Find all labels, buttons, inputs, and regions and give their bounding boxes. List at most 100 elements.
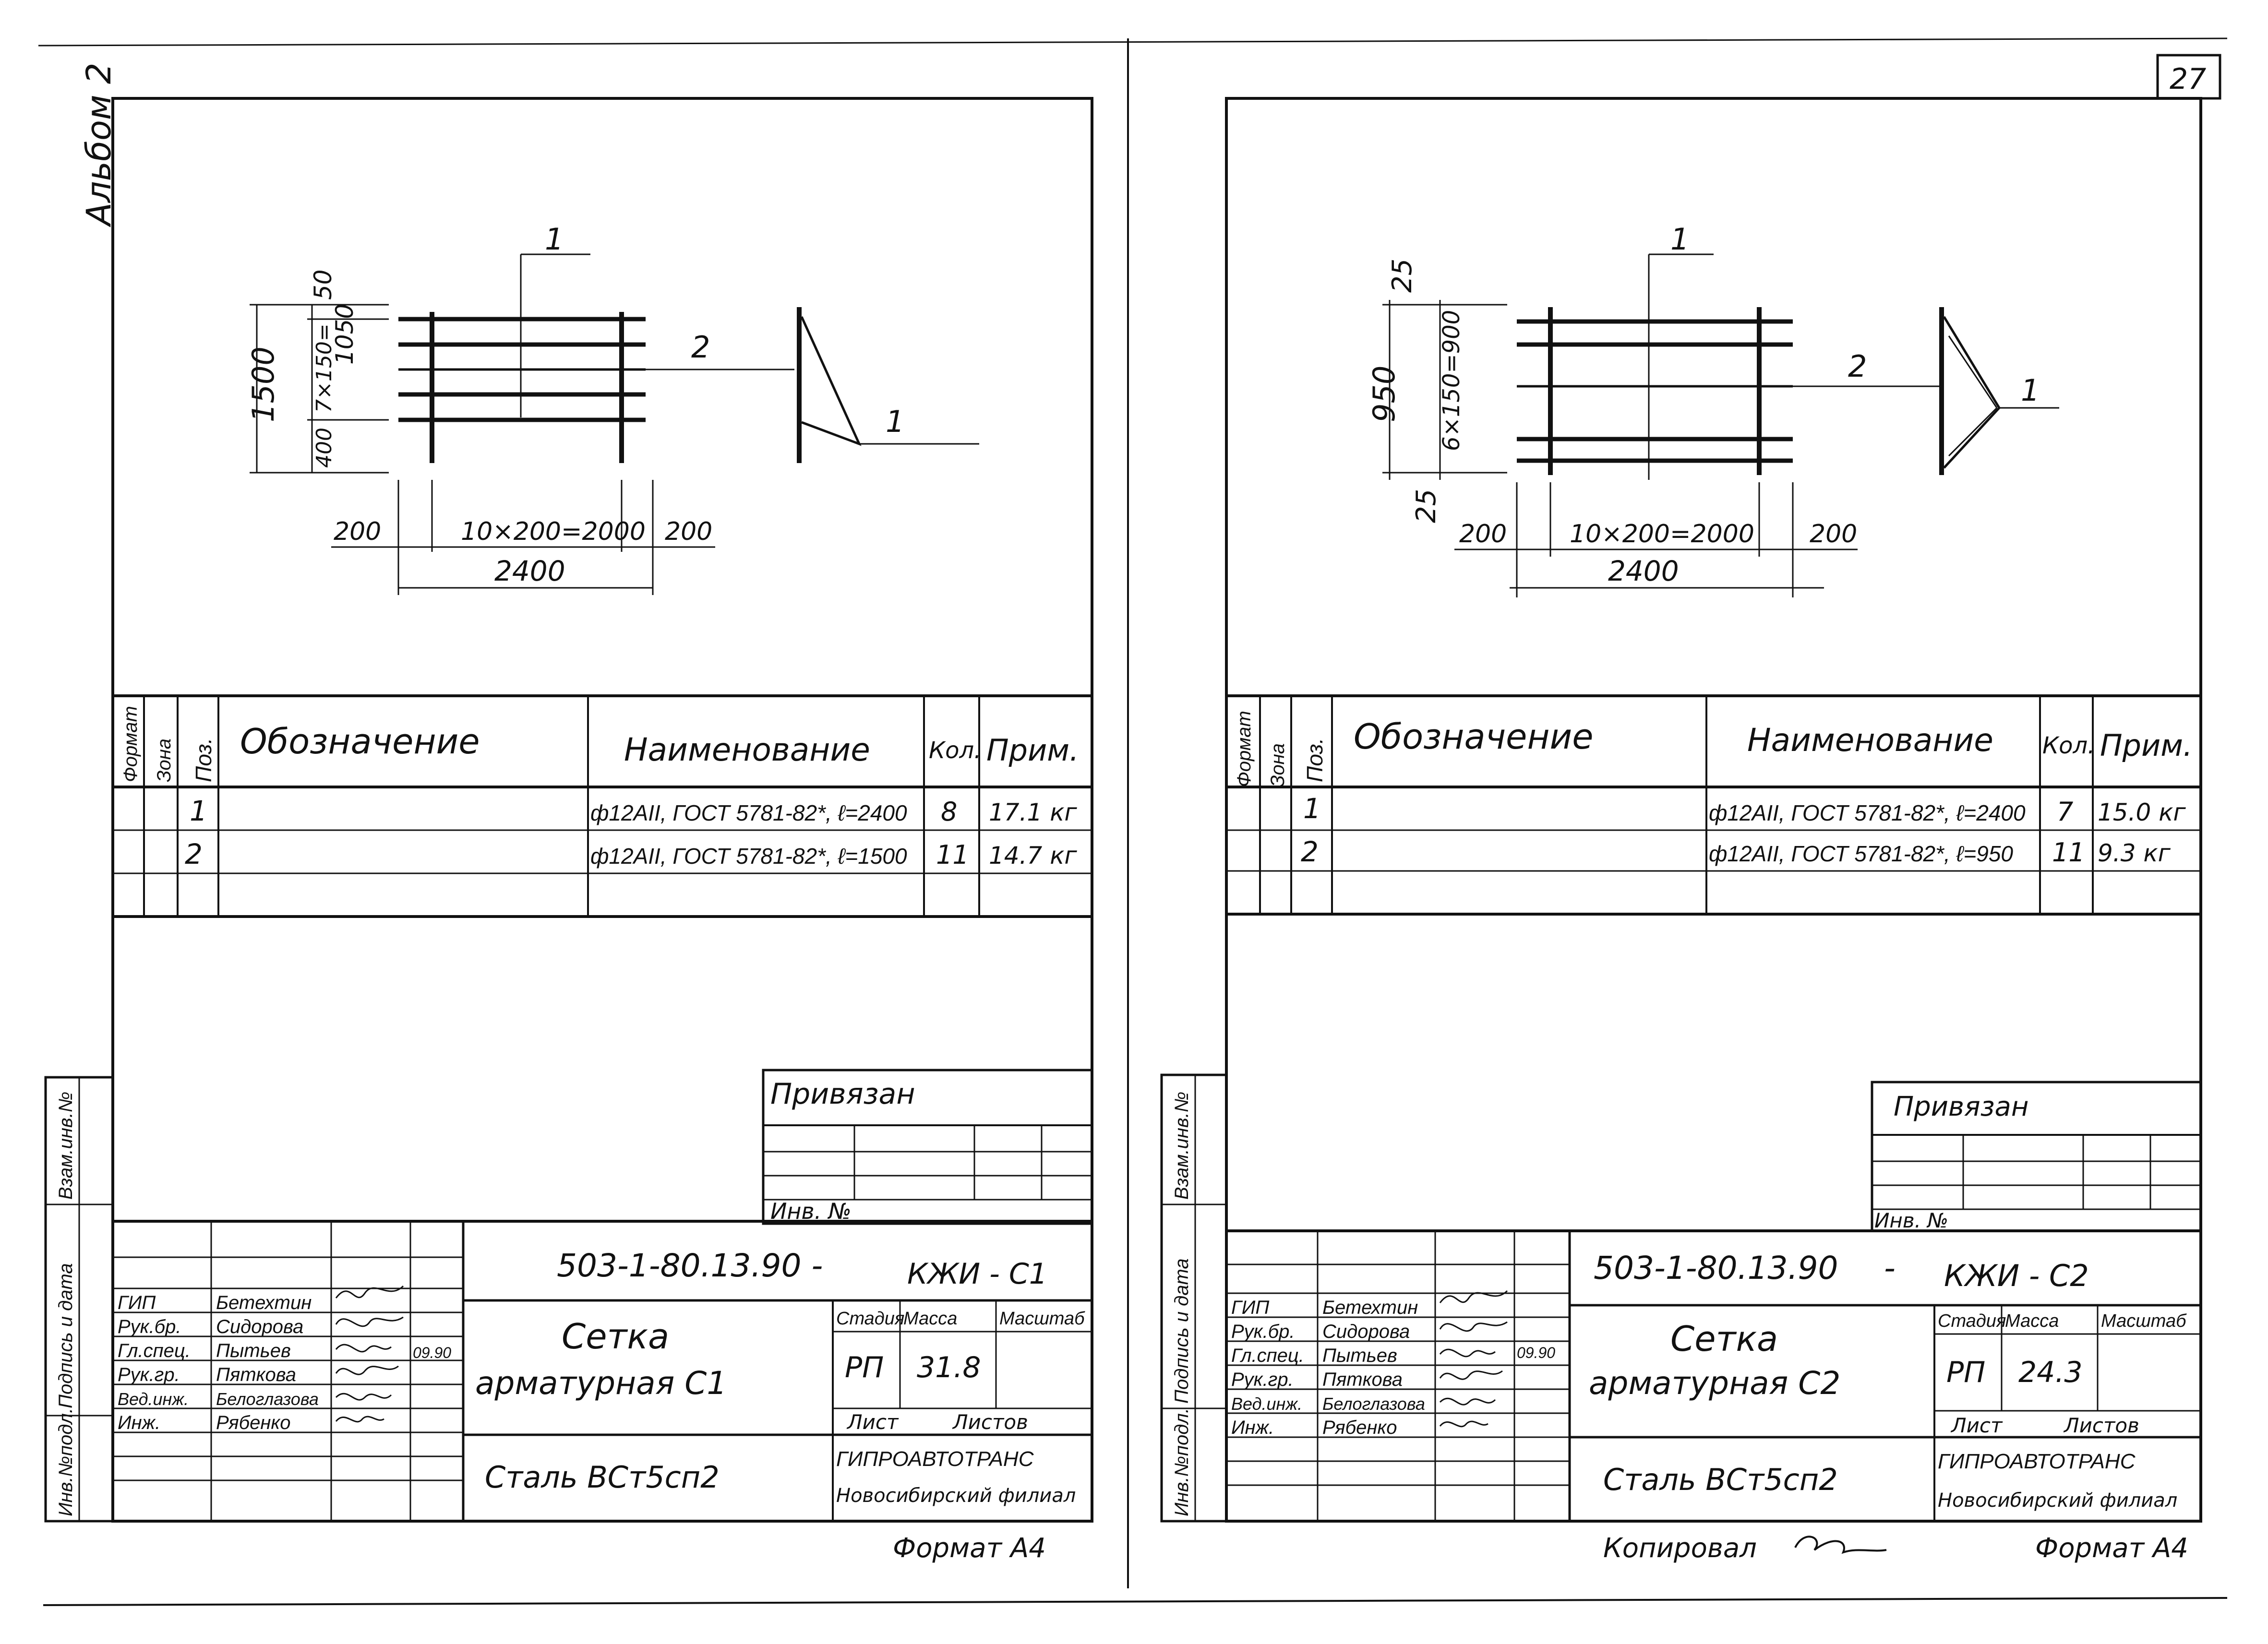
- left-spec-header-name: Наименование: [624, 731, 870, 768]
- left-org-line2: Новосибирский филиал: [836, 1485, 1076, 1507]
- right-spec-row-pos: 2: [1301, 835, 1319, 868]
- right-org-line2: Новосибирский филиал: [1938, 1489, 2177, 1512]
- right-spec-header-format: Формат: [1234, 711, 1255, 787]
- right-side-view-profile: [1943, 316, 2001, 469]
- left-signature: [335, 1393, 392, 1401]
- right-title-line1: Сетка: [1670, 1319, 1778, 1359]
- right-dim-spacing: 6×150=900: [1438, 310, 1465, 451]
- right-spec-header-pos: Поз.: [1302, 738, 1327, 782]
- left-dim-top-offset: 50: [309, 269, 337, 300]
- left-format-label: Формат А4: [893, 1533, 1046, 1564]
- left-spec-header-format: Формат: [120, 706, 141, 782]
- right-spec-row-note: 9.3 кг: [2098, 839, 2171, 867]
- left-side-stamp: Инв.№подл. Подпись и дата Взам.инв.№: [44, 1076, 114, 1523]
- right-mesh-drawing: 1 2 1 25 950 6×150=900 25: [1367, 222, 2059, 597]
- right-dim-bar-spacing: 10×200=2000: [1570, 520, 1754, 548]
- right-binding-block: Привязан Инв. №: [1871, 1081, 2202, 1232]
- right-binding-inv: Инв. №: [1874, 1209, 1948, 1232]
- right-date: 09.90: [1517, 1344, 1555, 1361]
- right-spec-row-qty: 7: [2057, 797, 2073, 827]
- left-spec-row-name: ф12АII, ГОСТ 5781-82*, ℓ=1500: [590, 844, 907, 869]
- right-spec-row-qty: 11: [2052, 837, 2085, 868]
- left-spec-row-pos: 2: [185, 838, 203, 870]
- right-spec-row-name: ф12АII, ГОСТ 5781-82*, ℓ=950: [1709, 841, 2013, 866]
- right-dim-bottom-offset: 25: [1411, 489, 1442, 523]
- left-spec-header-note: Прим.: [986, 733, 1079, 768]
- right-scale-label: Масштаб: [2101, 1311, 2187, 1331]
- left-side-view-profile: [800, 316, 862, 446]
- right-spec-row-note: 15.0 кг: [2098, 798, 2186, 826]
- left-sheet-label: Лист: [846, 1410, 899, 1434]
- right-mass-label: Масса: [2005, 1311, 2059, 1331]
- left-signature: [335, 1365, 399, 1375]
- left-side-view-label: 1: [886, 404, 904, 439]
- right-spec-header-name: Наименование: [1747, 722, 1993, 759]
- right-leader-2-label: 2: [1848, 349, 1867, 384]
- left-binding-title: Привязан: [770, 1077, 915, 1111]
- left-signature: [335, 1344, 392, 1353]
- right-dim-margin-right: 200: [1810, 520, 1857, 548]
- left-role-name: Белоглазова: [216, 1389, 319, 1409]
- left-doc-mark: КЖИ - С1: [907, 1257, 1047, 1291]
- right-side-stamp: Инв.№подл. Подпись и дата Взам.инв.№: [1160, 1073, 1228, 1523]
- left-spec-row-name: ф12АII, ГОСТ 5781-82*, ℓ=2400: [590, 800, 907, 825]
- left-role-name: Бетехтин: [216, 1292, 312, 1313]
- right-sheets-label: Листов: [2063, 1414, 2139, 1437]
- page-number: 27: [2170, 62, 2206, 96]
- left-binding-block: Привязан Инв. №: [762, 1069, 1093, 1225]
- left-spec-row-pos: 1: [190, 795, 207, 827]
- left-spec-row-note: 14.7 кг: [989, 842, 1077, 870]
- left-side-inv-orig: Инв.№подл.: [55, 1408, 76, 1516]
- left-mass: 31.8: [917, 1351, 981, 1384]
- right-spec-row-name: ф12АII, ГОСТ 5781-82*, ℓ=2400: [1709, 800, 2026, 825]
- right-side-inv-orig: Инв.№подл.: [1171, 1408, 1192, 1516]
- left-sheets-label: Листов: [952, 1410, 1028, 1434]
- left-org-line1: ГИПРОАВТОТРАНС: [836, 1447, 1034, 1471]
- left-spec-row-note: 17.1 кг: [989, 798, 1077, 826]
- right-copied-label: Копировал: [1603, 1533, 1757, 1564]
- right-role-name: Пяткова: [1322, 1369, 1403, 1390]
- right-spec-header-designation: Обозначение: [1354, 716, 1594, 757]
- left-dim-bottom-offset: 400: [312, 428, 336, 468]
- left-dim-spacing: 7×150=: [312, 323, 336, 413]
- right-signature: [1439, 1348, 1496, 1358]
- left-doc-code: 503-1-80.13.90 -: [557, 1247, 823, 1284]
- right-role: Инж.: [1231, 1417, 1274, 1438]
- left-signature: [335, 1285, 404, 1299]
- left-sheet: 1 2 1 1500 400 7×150= 1050 50: [44, 97, 1093, 1564]
- right-side-sign-date: Подпись и дата: [1171, 1258, 1192, 1404]
- right-role-name: Пытьев: [1322, 1345, 1397, 1366]
- right-spec-header-zone: Зона: [1267, 743, 1288, 787]
- left-role-name: Пяткова: [216, 1364, 296, 1385]
- right-side-view-web: [1948, 407, 1998, 457]
- right-binding-title: Привязан: [1894, 1091, 2028, 1122]
- right-role-name: Бетехтин: [1322, 1297, 1418, 1318]
- left-leader-1-label: 1: [545, 222, 564, 257]
- left-spec-table: Формат Зона Поз. Обозначение Наименовани…: [113, 694, 1092, 918]
- left-dim-margin-left: 200: [334, 517, 381, 546]
- left-spec-row-qty: 8: [941, 797, 957, 827]
- left-mass-label: Масса: [903, 1309, 957, 1329]
- top-trim-line: [38, 37, 2228, 47]
- left-role: Гл.спец.: [118, 1340, 191, 1361]
- right-role: Гл.спец.: [1231, 1345, 1304, 1366]
- right-role: ГИП: [1231, 1297, 1270, 1318]
- right-spec-header-qty: Кол.: [2042, 732, 2095, 759]
- left-dim-span: 1050: [331, 304, 359, 365]
- right-stage-label: Стадия: [1938, 1311, 2006, 1331]
- left-dim-width-total: 2400: [494, 555, 565, 587]
- left-signature: [335, 1316, 404, 1327]
- right-org-line1: ГИПРОАВТОТРАНС: [1938, 1450, 2136, 1473]
- left-spec-row-qty: 11: [936, 840, 969, 870]
- right-leader-1-label: 1: [1670, 222, 1689, 257]
- right-sheet-label: Лист: [1950, 1414, 2003, 1437]
- left-material: Сталь ВСт5сп2: [485, 1460, 720, 1495]
- left-dim-bar-spacing: 10×200=2000: [461, 517, 646, 546]
- left-leader-2-label: 2: [691, 330, 710, 365]
- right-dim-width-total: 2400: [1608, 555, 1679, 587]
- right-signature: [1439, 1420, 1488, 1428]
- right-doc-code: 503-1-80.13.90: [1594, 1250, 1838, 1287]
- left-spec-header-designation: Обозначение: [240, 721, 480, 762]
- left-title-block: ГИП Бетехтин Рук.бр. Сидорова Гл.спец. П…: [111, 1220, 1093, 1523]
- right-title-line2: арматурная С2: [1589, 1365, 1840, 1402]
